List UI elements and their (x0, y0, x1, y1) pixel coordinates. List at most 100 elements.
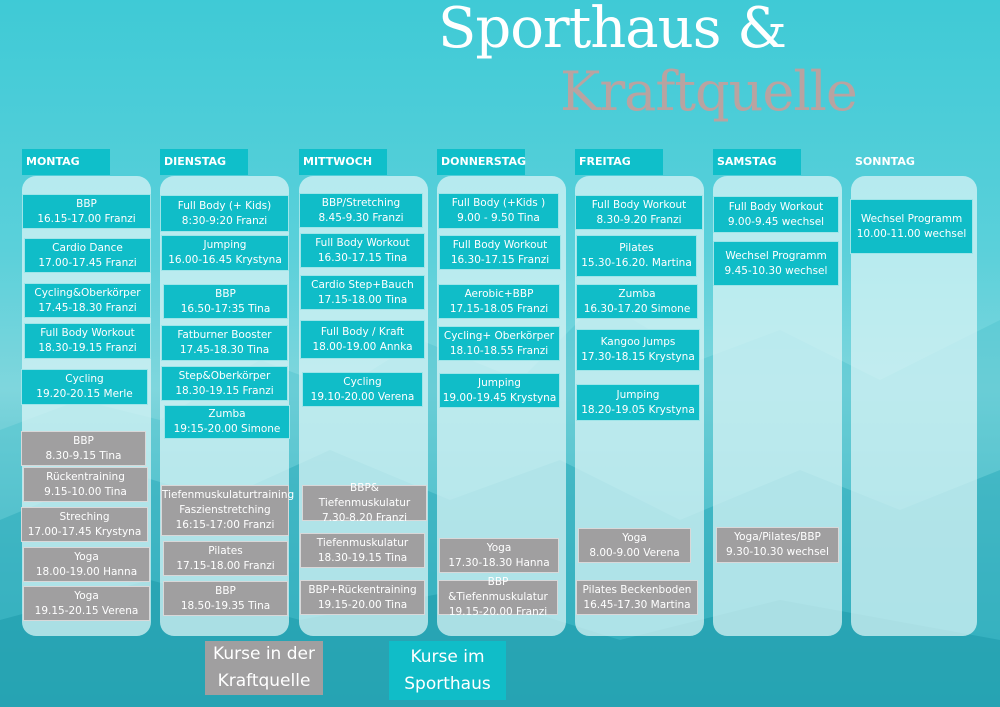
course-title: BBP (215, 287, 236, 300)
course-time-trainer: 18.50-19.35 Tina (180, 599, 271, 612)
course-time-trainer: 7.30-8.20 Franzi (322, 511, 407, 524)
course-title: Rückentraining (46, 470, 125, 483)
course-title: Yoga (74, 589, 99, 602)
course-title: Cycling (343, 375, 382, 388)
title-sporthaus: Sporthaus & (438, 0, 787, 61)
day-header: MITTWOCH (299, 149, 387, 175)
course-time-trainer: 9.45-10.30 wechsel (724, 264, 828, 277)
course-time-trainer: 18.00-19.00 Hanna (35, 565, 138, 578)
course-title: BBP (215, 584, 236, 597)
course-time-trainer: 16:15-17:00 Franzi (175, 519, 275, 531)
course-title: Wechsel Programm (860, 212, 963, 225)
course-time-trainer: 17.00-17.45 Franzi (38, 256, 137, 269)
course-time-trainer: 17.30-18.30 Hanna (448, 556, 550, 569)
course-card-sporthaus[interactable]: Full Body Workout 18.30-19.15 Franzi (24, 323, 151, 359)
course-title: BBP/Stretching (321, 196, 401, 209)
course-title: Yoga (486, 541, 512, 554)
day-header: SAMSTAG (713, 149, 801, 175)
course-time-trainer: 16.30-17.15 Tina (317, 251, 408, 264)
course-title: Jumping (478, 376, 521, 389)
course-title: Pilates (208, 544, 243, 557)
legend-sporthaus: Kurse im Sporthaus (389, 641, 506, 700)
course-card-sporthaus[interactable]: BBP/Stretching 8.45-9.30 Franzi (299, 193, 423, 228)
course-time-trainer: 16.15-17.00 Franzi (37, 212, 136, 225)
course-time-trainer: 18.30-19.15 Franzi (38, 342, 137, 354)
course-title: Full Body Workout (315, 236, 410, 249)
course-card-sporthaus[interactable]: Full Body (+ Kids)8:30-9:20 Franzi (160, 195, 289, 232)
course-card-sporthaus[interactable]: Full Body Workout 16.30-17.15 Tina (300, 233, 425, 268)
course-title: Yoga (74, 550, 99, 563)
course-time-trainer: 18.30-19.15 Franzi (175, 384, 274, 397)
course-card-sporthaus[interactable]: Full Body (+Kids )9.00 - 9.50 Tina (438, 193, 559, 229)
course-time-trainer: 19.15-20.00 Tina (317, 598, 408, 611)
course-time-trainer: 9.00 - 9.50 Tina (457, 212, 540, 224)
course-time-trainer: 16.30-17.20 Simone (583, 302, 691, 315)
course-title: Cycling+ Oberkörper (443, 329, 555, 342)
course-title: BBP &Tiefenmuskulatur (448, 576, 548, 603)
course-card-kraftquelle[interactable]: Yoga 17.30-18.30 Hanna (439, 538, 559, 573)
course-title: Zumba (208, 408, 246, 420)
course-card-kraftquelle[interactable]: Pilates 17.15-18.00 Franzi (163, 541, 288, 576)
course-title: Full Body Workout (40, 327, 135, 339)
course-card-kraftquelle[interactable]: BBP &Tiefenmuskulatur 19.15-20.00 Franzi (438, 576, 558, 618)
course-title: Pilates Beckenboden (582, 583, 692, 596)
course-card-sporthaus[interactable]: Cardio Dance 17.00-17.45 Franzi (24, 238, 151, 273)
course-time-trainer: 8.45-9.30 Franzi (318, 211, 404, 224)
title-kraftquelle: Kraftquelle (560, 60, 858, 123)
course-time-trainer: 16.50-17:35 Tina (180, 302, 271, 315)
course-time-trainer: 17.15-18.00 Franzi (176, 559, 275, 572)
course-title: Cycling (65, 373, 104, 385)
course-card-kraftquelle[interactable]: Tiefenmuskulaturtraining Faszienstretchi… (161, 485, 294, 536)
course-time-trainer: 18.00-19.00 Annka (312, 340, 413, 353)
course-title: Tiefenmuskulatur (316, 536, 409, 549)
course-time-trainer: 8.30-9.15 Tina (45, 449, 122, 462)
course-time-trainer: 9.15-10.00 Tina (44, 485, 127, 498)
legend-sporthaus-line1: Kurse im (410, 646, 485, 667)
course-card-sporthaus[interactable]: Cycling+ Oberkörper 18.10-18.55 Franzi (438, 326, 560, 361)
course-card-kraftquelle[interactable]: Yoga 18.00-19.00 Hanna (23, 547, 150, 582)
course-time-trainer: 16.30-17.15 Franzi (450, 253, 550, 266)
course-time-trainer: 19.15-20.00 Franzi (448, 606, 548, 618)
course-time-trainer: 18.10-18.55 Franzi (449, 344, 549, 357)
course-time-trainer: 16.00-16.45 Krystyna (168, 254, 282, 266)
course-card-kraftquelle[interactable]: BBP 18.50-19.35 Tina (163, 581, 288, 616)
course-title: Fatburner Booster (177, 329, 272, 341)
course-title: Cardio Dance (52, 241, 123, 254)
course-time-trainer: 17.30-18.15 Krystyna (581, 351, 695, 363)
course-title: Full Body Workout (591, 198, 687, 211)
course-title: Streching (59, 510, 110, 523)
legend-kraftquelle-line2: Kraftquelle (217, 671, 311, 691)
course-card-kraftquelle[interactable]: Rückentraining 9.15-10.00 Tina (23, 467, 148, 502)
course-card-sporthaus[interactable]: BBP 16.50-17:35 Tina (163, 284, 288, 319)
